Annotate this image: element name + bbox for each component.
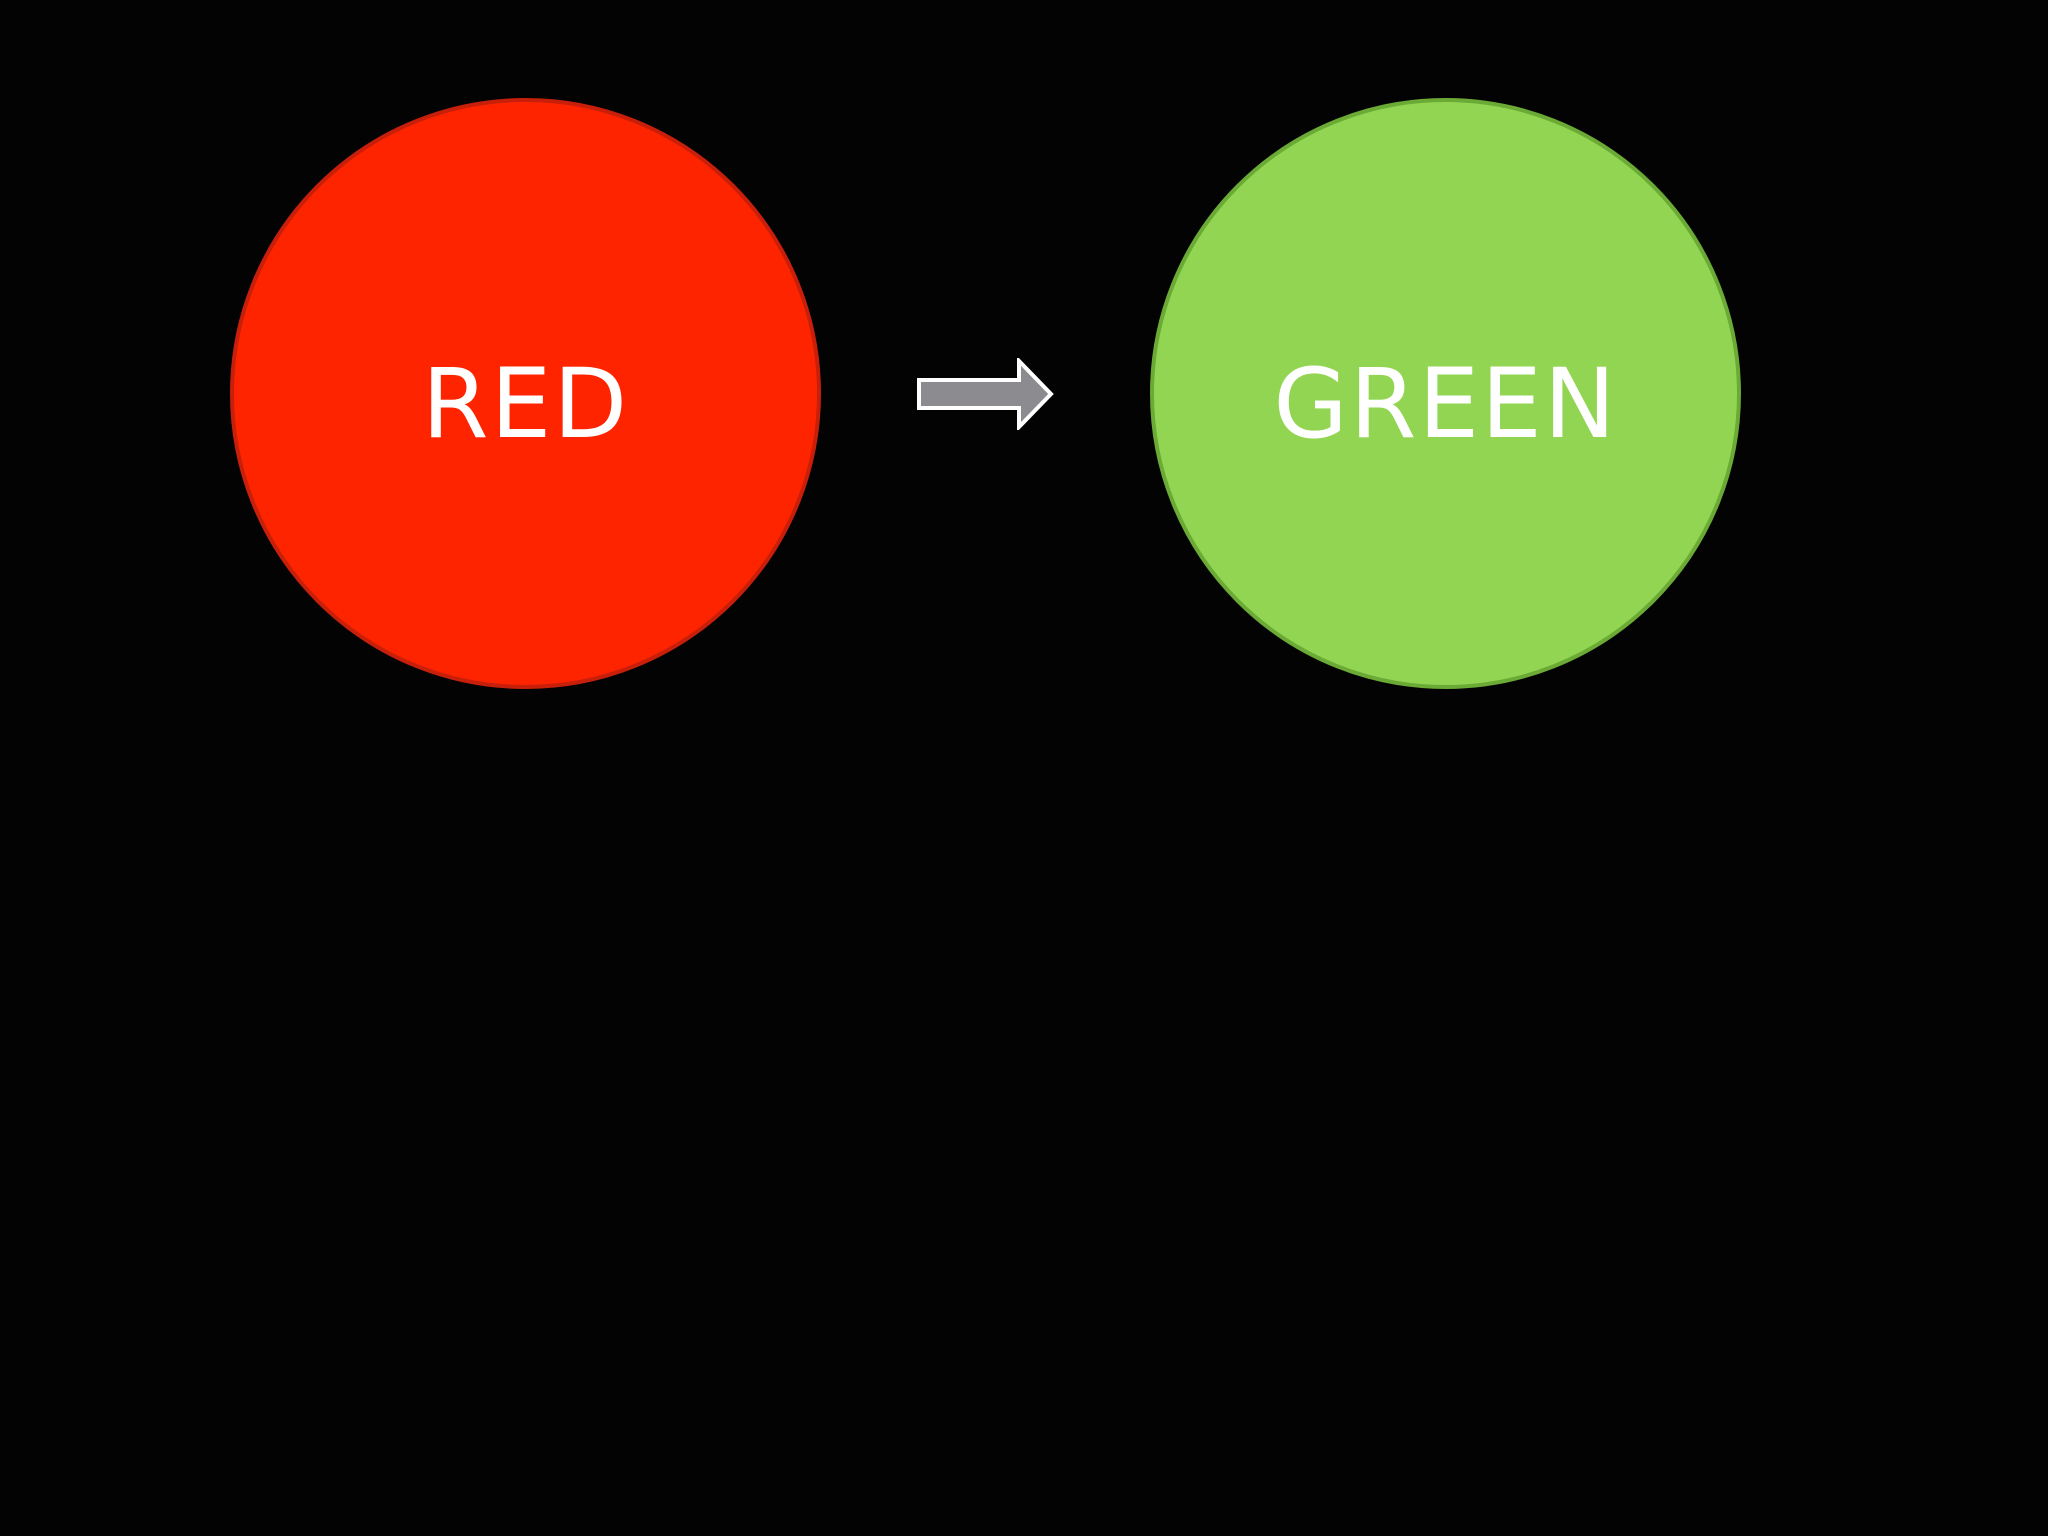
red-circle-label: RED [421, 347, 630, 460]
right-arrow-icon [917, 358, 1054, 430]
arrow-shape [917, 358, 1054, 430]
red-circle: RED [230, 98, 821, 689]
green-circle-label: GREEN [1273, 347, 1618, 460]
green-circle: GREEN [1150, 98, 1741, 689]
